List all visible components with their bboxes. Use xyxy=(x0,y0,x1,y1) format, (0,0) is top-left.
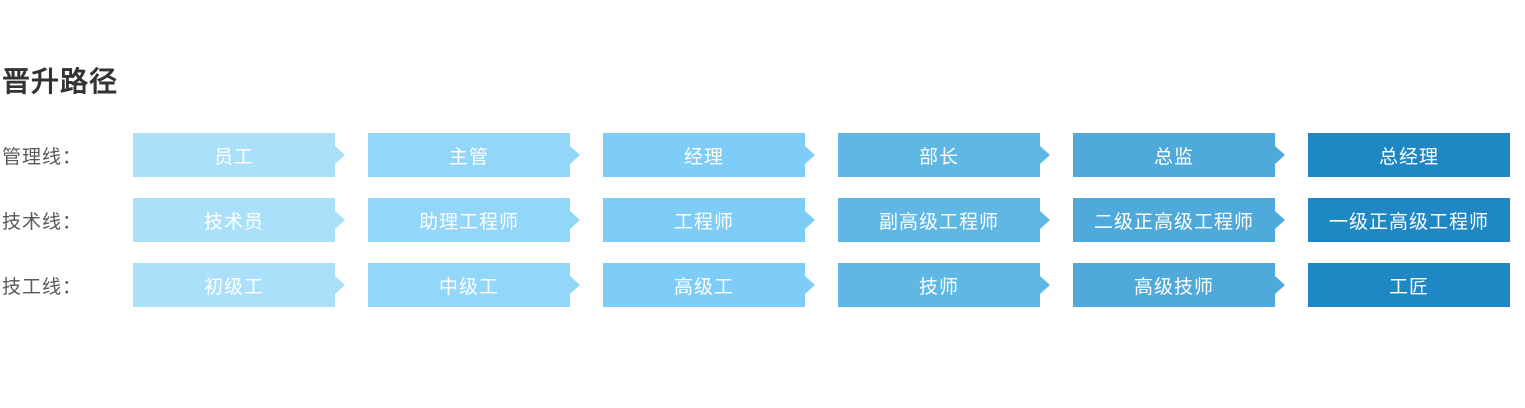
stage-label: 员工 xyxy=(213,146,254,168)
stage-box-final: 一级正高级工程师 xyxy=(1308,198,1510,242)
stage-box: 初级工 xyxy=(133,263,335,307)
management-track-row: 管理线： 员工 主管 经理 部长 总监 总经理 xyxy=(0,133,1525,177)
stage-box: 部长 xyxy=(838,133,1040,177)
stage-box: 员工 xyxy=(133,133,335,177)
stage-label: 经理 xyxy=(683,146,724,168)
stage-label: 总监 xyxy=(1153,146,1194,168)
stage-box: 主管 xyxy=(368,133,570,177)
stage-label: 一级正高级工程师 xyxy=(1328,211,1489,233)
stage-box: 工程师 xyxy=(603,198,805,242)
stage-label: 初级工 xyxy=(203,276,264,298)
stage-box-final: 工匠 xyxy=(1308,263,1510,307)
stage-label: 总经理 xyxy=(1378,146,1439,168)
stage-label: 助理工程师 xyxy=(418,211,519,233)
stage-label: 部长 xyxy=(918,146,959,168)
stage-box: 技术员 xyxy=(133,198,335,242)
technical-track-row: 技术线： 技术员 助理工程师 工程师 副高级工程师 二级正高级工程师 一级正高级… xyxy=(0,198,1525,242)
skilled-worker-track-row: 技工线： 初级工 中级工 高级工 技师 高级技师 工匠 xyxy=(0,263,1525,307)
stage-box: 助理工程师 xyxy=(368,198,570,242)
stage-label: 高级技师 xyxy=(1133,276,1214,298)
stage-box: 经理 xyxy=(603,133,805,177)
stage-label: 技术员 xyxy=(203,211,264,233)
stage-box: 副高级工程师 xyxy=(838,198,1040,242)
row-label-management: 管理线： xyxy=(2,146,83,168)
stage-label: 副高级工程师 xyxy=(878,211,999,233)
stage-box-final: 总经理 xyxy=(1308,133,1510,177)
stage-box: 中级工 xyxy=(368,263,570,307)
stage-label: 中级工 xyxy=(438,276,499,298)
stage-label: 工程师 xyxy=(673,211,734,233)
stage-box: 高级技师 xyxy=(1073,263,1275,307)
stage-box: 总监 xyxy=(1073,133,1275,177)
stage-box: 高级工 xyxy=(603,263,805,307)
row-label-technical: 技术线： xyxy=(2,211,83,233)
page-title: 晋升路径 xyxy=(2,66,119,97)
stage-box: 二级正高级工程师 xyxy=(1073,198,1275,242)
stage-label: 技师 xyxy=(918,276,959,298)
stage-box: 技师 xyxy=(838,263,1040,307)
stage-label: 主管 xyxy=(448,146,489,168)
stage-label: 二级正高级工程师 xyxy=(1093,211,1254,233)
row-label-skilled-worker: 技工线： xyxy=(2,276,83,298)
promotion-path-diagram: 管理线： 员工 主管 经理 部长 总监 总经理 技术线： 技术员 助理工程师 工… xyxy=(0,133,1525,307)
stage-label: 工匠 xyxy=(1388,276,1429,298)
stage-label: 高级工 xyxy=(673,276,734,298)
